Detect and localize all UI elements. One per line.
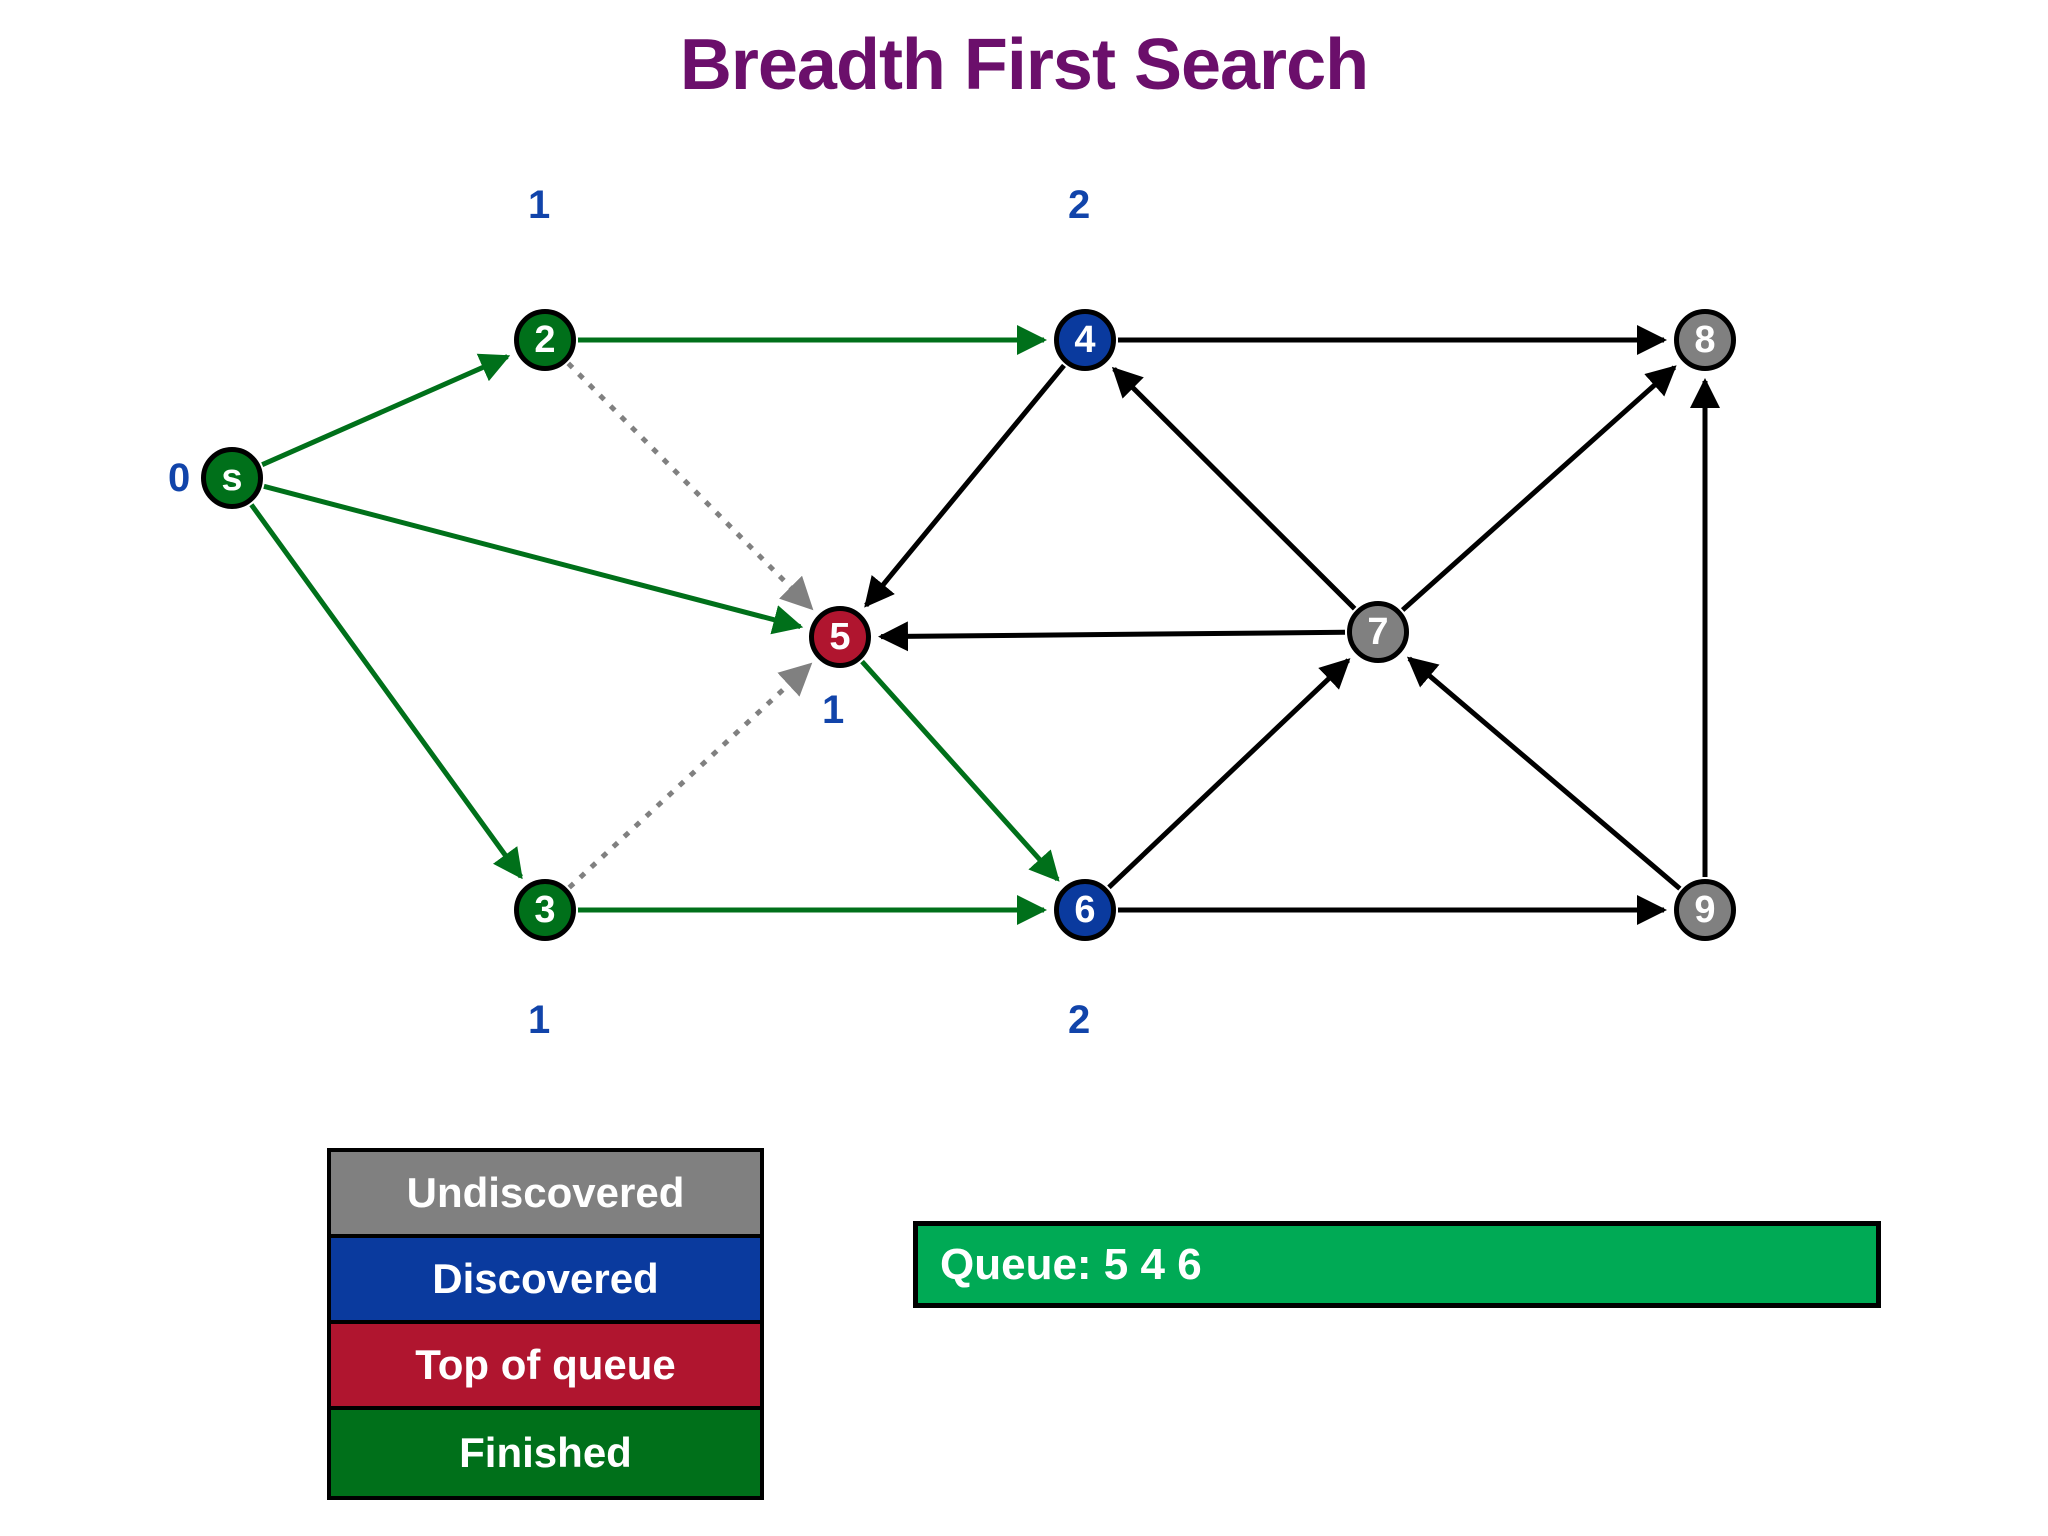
legend-item-label: Discovered	[432, 1255, 659, 1302]
edge-layer	[249, 325, 1720, 925]
legend-item-label: Finished	[459, 1429, 632, 1476]
graph-edge-6-7	[1107, 658, 1351, 890]
graph-node-6[interactable]: 6	[1054, 879, 1116, 941]
graph-node-s[interactable]: s	[201, 447, 263, 509]
legend-item-discovered: Discovered	[331, 1238, 760, 1324]
graph-diagram	[249, 325, 1720, 925]
graph-edge-7-8	[1400, 365, 1677, 612]
graph-node-4[interactable]: 4	[1054, 309, 1116, 371]
distance-label-s: 0	[168, 456, 191, 500]
graph-edge-9-7	[1406, 656, 1682, 891]
graph-edge-7-5	[877, 621, 1346, 652]
graph-edge-5-6	[860, 659, 1060, 882]
graph-node-2[interactable]: 2	[514, 309, 576, 371]
graph-edge-3-5	[567, 662, 813, 890]
page-title: Breadth First Search	[679, 25, 1369, 105]
distance-label-3: 1	[528, 998, 551, 1042]
distance-label-5: 1	[822, 688, 845, 732]
graph-edge-s-3	[249, 503, 523, 880]
graph-node-5[interactable]: 5	[809, 606, 871, 668]
distance-label-4: 2	[1068, 183, 1091, 227]
queue-text: Queue: 5 4 6	[940, 1239, 1202, 1289]
graph-edge-4-5	[864, 363, 1066, 608]
legend-item-finished: Finished	[331, 1410, 760, 1496]
graph-node-3[interactable]: 3	[514, 879, 576, 941]
graph-node-7[interactable]: 7	[1347, 601, 1409, 663]
graph-node-8[interactable]: 8	[1674, 309, 1736, 371]
distance-label-6: 2	[1068, 998, 1091, 1042]
legend-item-label: Undiscovered	[406, 1169, 685, 1216]
graph-edge-s-5	[263, 483, 804, 635]
legend-item-top-of-queue: Top of queue	[331, 1324, 760, 1410]
queue-bar: Queue: 5 4 6	[913, 1221, 1881, 1308]
legend-item-undiscovered: Undiscovered	[331, 1152, 760, 1238]
legend-item-label: Top of queue	[415, 1341, 676, 1388]
graph-edge-s-2	[261, 353, 511, 467]
graph-edge-7-4	[1111, 366, 1357, 611]
graph-edge-2-5	[566, 361, 814, 611]
graph-node-9[interactable]: 9	[1674, 879, 1736, 941]
distance-label-2: 1	[528, 183, 551, 227]
